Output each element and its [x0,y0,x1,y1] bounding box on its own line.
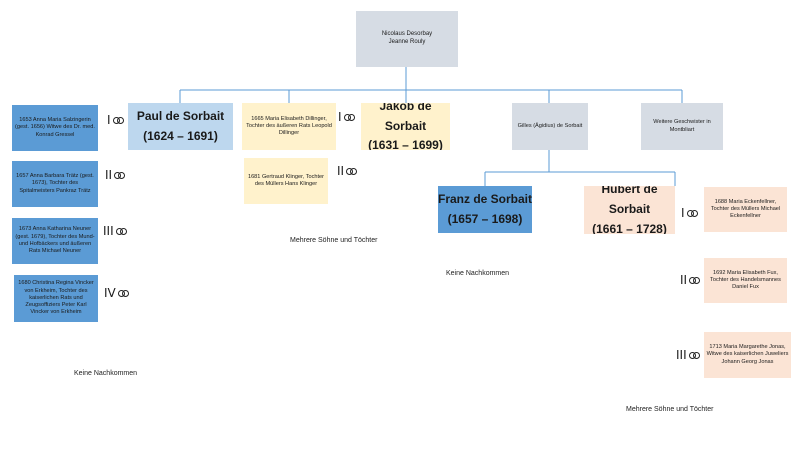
paul-spouse-3-text: 1673 Anna Katharina Neuner (gest. 1679),… [15,226,95,255]
weitere-text: Weitere Geschwister in Montbliart [653,119,711,133]
weitere-geschwister: Weitere Geschwister in Montbliart [641,103,723,150]
wedding-rings-icon [112,116,124,124]
paul-spouse-1: 1653 Anna Maria Salzingerin (gest. 1656)… [12,105,98,151]
person-paul: Paul de Sorbait (1624 – 1691) [128,103,233,150]
person-hubert: Hubert de Sorbait (1661 – 1728) [584,186,675,234]
note-jakob-descendants: Mehrere Söhne und Töchter [290,237,378,244]
wedding-rings-icon [343,113,355,121]
paul-spouse-2-text: 1657 Anna Barbara Trätz (gest. 1673), To… [16,173,94,194]
hubert-name: Hubert de Sorbait [601,186,658,217]
hubert-spouse-3: 1713 Maria Margarethe Jonas, Witwe des k… [704,332,791,378]
note-franz-descendants: Keine Nachkommen [446,270,510,277]
numeral-label: I [338,110,342,124]
dillinger-box: 1665 Maria Elisabeth Dillinger, Tochter … [242,103,336,150]
gilles-text: Gilles (Ägidius) de Sorbait [517,122,583,129]
hubert-years: (1661 – 1728) [592,221,667,234]
paul-marriage-2: II [105,168,126,182]
wedding-rings-icon [686,209,698,217]
paul-spouse-4: 1680 Christina Regina Vincker von Erkhei… [14,275,98,322]
franz-name: Franz de Sorbait [438,191,532,206]
hubert-marriage-2: II [680,273,701,287]
hubert-spouse-1: 1688 Maria Eckenfellner, Tochter des Mül… [704,187,787,232]
numeral-label: III [103,224,114,238]
paul-name: Paul de Sorbait [136,108,225,123]
jakob-marriage-2: II [337,164,358,178]
numeral-label: II [105,168,113,182]
paul-marriage-1: I [107,113,124,127]
parent-mother: Jeanne Rouly [388,39,426,45]
dillinger-text: 1665 Maria Elisabeth Dillinger, Tochter … [246,115,332,137]
wedding-rings-icon [346,167,358,175]
wedding-rings-icon [689,276,701,284]
jakob-spouse-2: 1681 Gertraud Klinger, Tochter des Mülle… [244,158,328,204]
paul-marriage-4: IV [104,286,129,300]
hubert-spouse-2: 1692 Maria Elisabeth Fux, Tochter des Ha… [704,258,787,303]
wedding-rings-icon [117,289,129,297]
numeral-label: I [107,113,111,127]
numeral-label: II [337,164,345,178]
jakob-marriage-1: I [338,110,355,124]
paul-spouse-2: 1657 Anna Barbara Trätz (gest. 1673), To… [12,161,98,207]
numeral-label: III [676,348,687,362]
numeral-label: II [680,273,688,287]
hubert-spouse-1-text: 1688 Maria Eckenfellner, Tochter des Mül… [710,198,781,220]
note-paul-descendants: Keine Nachkommen [74,370,138,377]
parents-box: Nicolaus Desorbay Jeanne Rouly [356,11,458,67]
note-hubert-descendants: Mehrere Söhne und Töchter [626,406,714,413]
hubert-marriage-3: III [676,348,700,362]
parent-father: Nicolaus Desorbay [381,31,433,38]
franz-years: (1657 – 1698) [447,211,523,226]
wedding-rings-icon [688,351,700,359]
person-franz: Franz de Sorbait (1657 – 1698) [438,186,532,233]
numeral-label: I [681,206,685,220]
numeral-label: IV [104,286,116,300]
person-gilles: Gilles (Ägidius) de Sorbait [512,103,588,150]
wedding-rings-icon [115,227,127,235]
paul-spouse-1-text: 1653 Anna Maria Salzingerin (gest. 1656)… [15,117,95,138]
hubert-marriage-1: I [681,206,698,220]
jakob-years: (1631 – 1699) [368,138,443,150]
person-jakob: Jakob de Sorbait (1631 – 1699) [361,103,450,150]
hubert-spouse-3-text: 1713 Maria Margarethe Jonas, Witwe des k… [706,344,789,365]
paul-marriage-3: III [103,224,127,238]
paul-years: (1624 – 1691) [143,128,218,143]
wedding-rings-icon [114,171,126,179]
paul-spouse-4-text: 1680 Christina Regina Vincker von Erkhei… [18,280,94,316]
jakob-spouse-2-text: 1681 Gertraud Klinger, Tochter des Mülle… [247,173,325,187]
jakob-name: Jakob de Sorbait [379,103,432,133]
hubert-spouse-2-text: 1692 Maria Elisabeth Fux, Tochter des Ha… [710,269,781,291]
paul-spouse-3: 1673 Anna Katharina Neuner (gest. 1679),… [12,218,98,264]
